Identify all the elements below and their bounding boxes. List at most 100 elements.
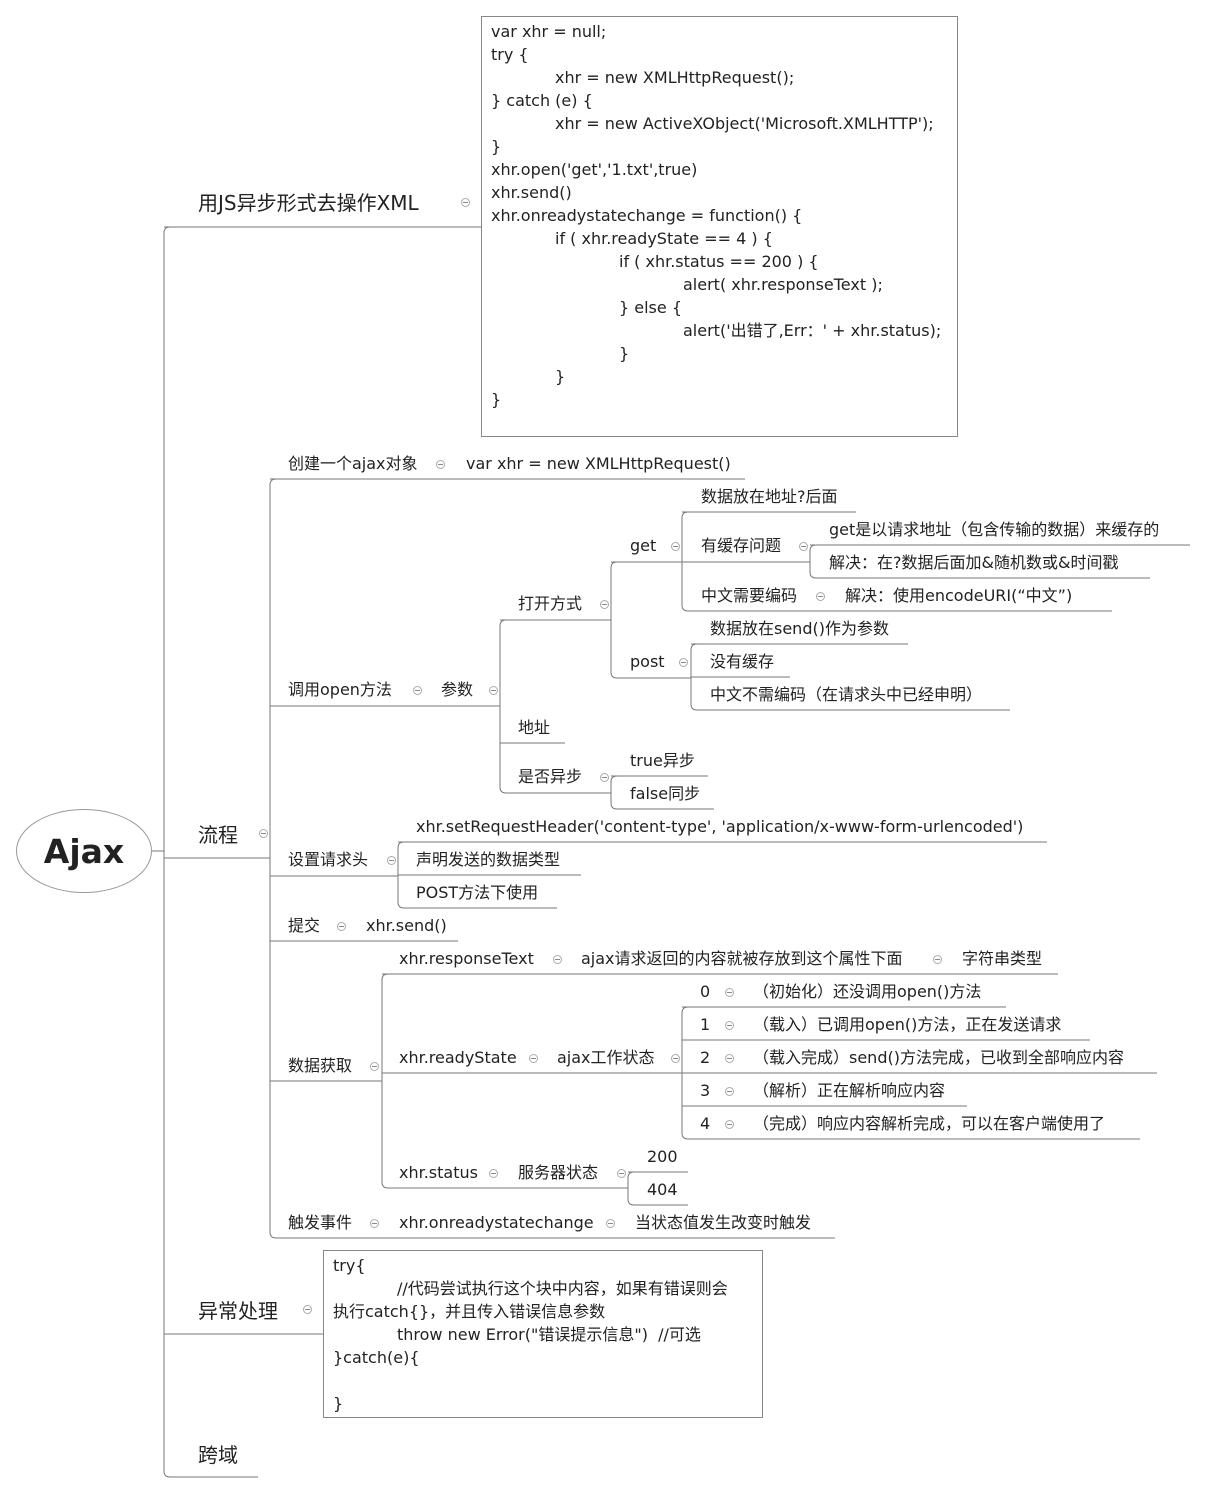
collapse-toggle-icon[interactable] <box>259 829 268 838</box>
collapse-toggle-icon[interactable] <box>436 460 445 469</box>
collapse-toggle-icon[interactable] <box>489 686 498 695</box>
node-get-encode[interactable]: 中文需要编码 <box>701 586 798 605</box>
code-line: xhr.send() <box>491 183 572 202</box>
code-line: try { <box>491 45 529 64</box>
node-get-encode-fix[interactable]: 解决：使用encodeURI(“中文”) <box>845 586 1073 605</box>
node-post-encode[interactable]: 中文不需编码（在请求头中已经申明） <box>710 685 983 704</box>
node-ready-state[interactable]: xhr.readyState <box>399 1048 517 1067</box>
node-header-note2[interactable]: POST方法下使用 <box>416 883 539 902</box>
code-line: } <box>333 1394 344 1413</box>
node-response-text-type[interactable]: 字符串类型 <box>962 949 1043 968</box>
node-method[interactable]: 打开方式 <box>518 594 583 613</box>
node-create-value[interactable]: var xhr = new XMLHttpRequest() <box>466 454 731 473</box>
collapse-toggle-icon[interactable] <box>337 922 346 931</box>
node-header-note1[interactable]: 声明发送的数据类型 <box>416 850 561 869</box>
collapse-toggle-icon[interactable] <box>725 1054 734 1063</box>
node-status[interactable]: xhr.status <box>399 1163 478 1182</box>
code-line: alert( xhr.responseText ); <box>683 275 883 294</box>
code-block-try-catch: try{//代码尝试执行这个块中内容，如果有错误则会执行catch{}，并且传入… <box>323 1250 763 1418</box>
code-line: if ( xhr.readyState == 4 ) { <box>555 229 773 248</box>
state-desc[interactable]: （初始化）还没调用open()方法 <box>753 982 982 1001</box>
node-get[interactable]: get <box>630 536 657 555</box>
collapse-toggle-icon[interactable] <box>606 1219 615 1228</box>
node-post-data[interactable]: 数据放在send()作为参数 <box>710 619 889 638</box>
node-params[interactable]: 参数 <box>441 680 474 699</box>
collapse-toggle-icon[interactable] <box>387 856 396 865</box>
code-line: try{ <box>333 1256 366 1275</box>
state-num[interactable]: 3 <box>700 1081 711 1100</box>
status-code[interactable]: 404 <box>647 1180 678 1199</box>
node-create[interactable]: 创建一个ajax对象 <box>288 454 418 473</box>
collapse-toggle-icon[interactable] <box>799 542 808 551</box>
collapse-toggle-icon[interactable] <box>303 1305 312 1314</box>
state-num[interactable]: 0 <box>700 982 711 1001</box>
collapse-toggle-icon[interactable] <box>725 1120 734 1129</box>
state-num[interactable]: 2 <box>700 1048 711 1067</box>
code-line: throw new Error("错误提示信息") //可选 <box>397 1325 701 1344</box>
collapse-toggle-icon[interactable] <box>489 1169 498 1178</box>
collapse-toggle-icon[interactable] <box>553 955 562 964</box>
collapse-toggle-icon[interactable] <box>725 988 734 997</box>
node-async-false[interactable]: false同步 <box>630 784 701 803</box>
node-response-text-desc[interactable]: ajax请求返回的内容就被存放到这个属性下面 <box>581 949 903 968</box>
collapse-toggle-icon[interactable] <box>671 542 680 551</box>
node-response-text[interactable]: xhr.responseText <box>399 949 534 968</box>
node-event[interactable]: 触发事件 <box>288 1213 353 1232</box>
node-get-cache-reason[interactable]: get是以请求地址（包含传输的数据）来缓存的 <box>829 520 1160 539</box>
collapse-toggle-icon[interactable] <box>679 658 688 667</box>
status-code[interactable]: 200 <box>647 1147 678 1166</box>
node-submit[interactable]: 提交 <box>288 916 321 935</box>
collapse-toggle-icon[interactable] <box>529 1054 538 1063</box>
collapse-toggle-icon[interactable] <box>816 592 825 601</box>
code-line: xhr.onreadystatechange = function() { <box>491 206 803 225</box>
state-desc[interactable]: （载入）已调用open()方法，正在发送请求 <box>753 1015 1062 1034</box>
node-open[interactable]: 调用open方法 <box>288 680 392 699</box>
node-async-true[interactable]: true异步 <box>630 751 695 770</box>
node-fetch[interactable]: 数据获取 <box>288 1056 353 1075</box>
node-get-cache[interactable]: 有缓存问题 <box>701 536 782 555</box>
collapse-toggle-icon[interactable] <box>370 1219 379 1228</box>
code-line: }catch(e){ <box>333 1348 420 1367</box>
code-line: } <box>491 137 502 156</box>
node-post[interactable]: post <box>630 652 665 671</box>
state-num[interactable]: 1 <box>700 1015 711 1034</box>
branch-xml[interactable]: 用JS异步形式去操作XML <box>198 191 419 215</box>
collapse-toggle-icon[interactable] <box>725 1087 734 1096</box>
node-post-cache[interactable]: 没有缓存 <box>710 652 775 671</box>
node-submit-value[interactable]: xhr.send() <box>366 916 447 935</box>
code-line: xhr = new ActiveXObject('Microsoft.XMLHT… <box>555 114 934 133</box>
collapse-toggle-icon[interactable] <box>413 686 422 695</box>
node-header[interactable]: 设置请求头 <box>288 850 369 869</box>
node-event-value[interactable]: xhr.onreadystatechange <box>399 1213 594 1232</box>
node-ready-state-desc[interactable]: ajax工作状态 <box>557 1048 655 1067</box>
collapse-toggle-icon[interactable] <box>725 1021 734 1030</box>
node-get-cache-fix[interactable]: 解决：在?数据后面加&随机数或&时间戳 <box>829 553 1119 572</box>
collapse-toggle-icon[interactable] <box>933 955 942 964</box>
state-desc[interactable]: （载入完成）send()方法完成，已收到全部响应内容 <box>753 1048 1124 1067</box>
code-line: xhr = new XMLHttpRequest(); <box>555 68 795 87</box>
node-event-desc[interactable]: 当状态值发生改变时触发 <box>635 1213 812 1232</box>
connector-level1-trunk <box>163 226 171 1478</box>
collapse-toggle-icon[interactable] <box>600 773 609 782</box>
collapse-toggle-icon[interactable] <box>370 1062 379 1071</box>
state-num[interactable]: 4 <box>700 1114 711 1133</box>
branch-cors[interactable]: 跨域 <box>198 1443 238 1467</box>
node-get-data[interactable]: 数据放在地址?后面 <box>701 487 838 506</box>
collapse-toggle-icon[interactable] <box>600 600 609 609</box>
root-node[interactable]: Ajax <box>16 809 152 893</box>
code-line: } <box>491 390 502 409</box>
code-line: } catch (e) { <box>491 91 593 110</box>
branch-flow[interactable]: 流程 <box>198 823 238 847</box>
state-desc[interactable]: （解析）正在解析响应内容 <box>753 1081 946 1100</box>
node-address[interactable]: 地址 <box>518 718 551 737</box>
branch-exception[interactable]: 异常处理 <box>198 1299 278 1323</box>
collapse-toggle-icon[interactable] <box>617 1169 626 1178</box>
code-line: var xhr = null; <box>491 22 607 41</box>
state-desc[interactable]: （完成）响应内容解析完成，可以在客户端使用了 <box>753 1114 1106 1133</box>
collapse-toggle-icon[interactable] <box>671 1054 680 1063</box>
code-line: xhr.open('get','1.txt',true) <box>491 160 698 179</box>
node-header-code[interactable]: xhr.setRequestHeader('content-type', 'ap… <box>416 817 1024 836</box>
collapse-toggle-icon[interactable] <box>461 198 470 207</box>
node-async[interactable]: 是否异步 <box>518 767 583 786</box>
node-status-desc[interactable]: 服务器状态 <box>518 1163 599 1182</box>
